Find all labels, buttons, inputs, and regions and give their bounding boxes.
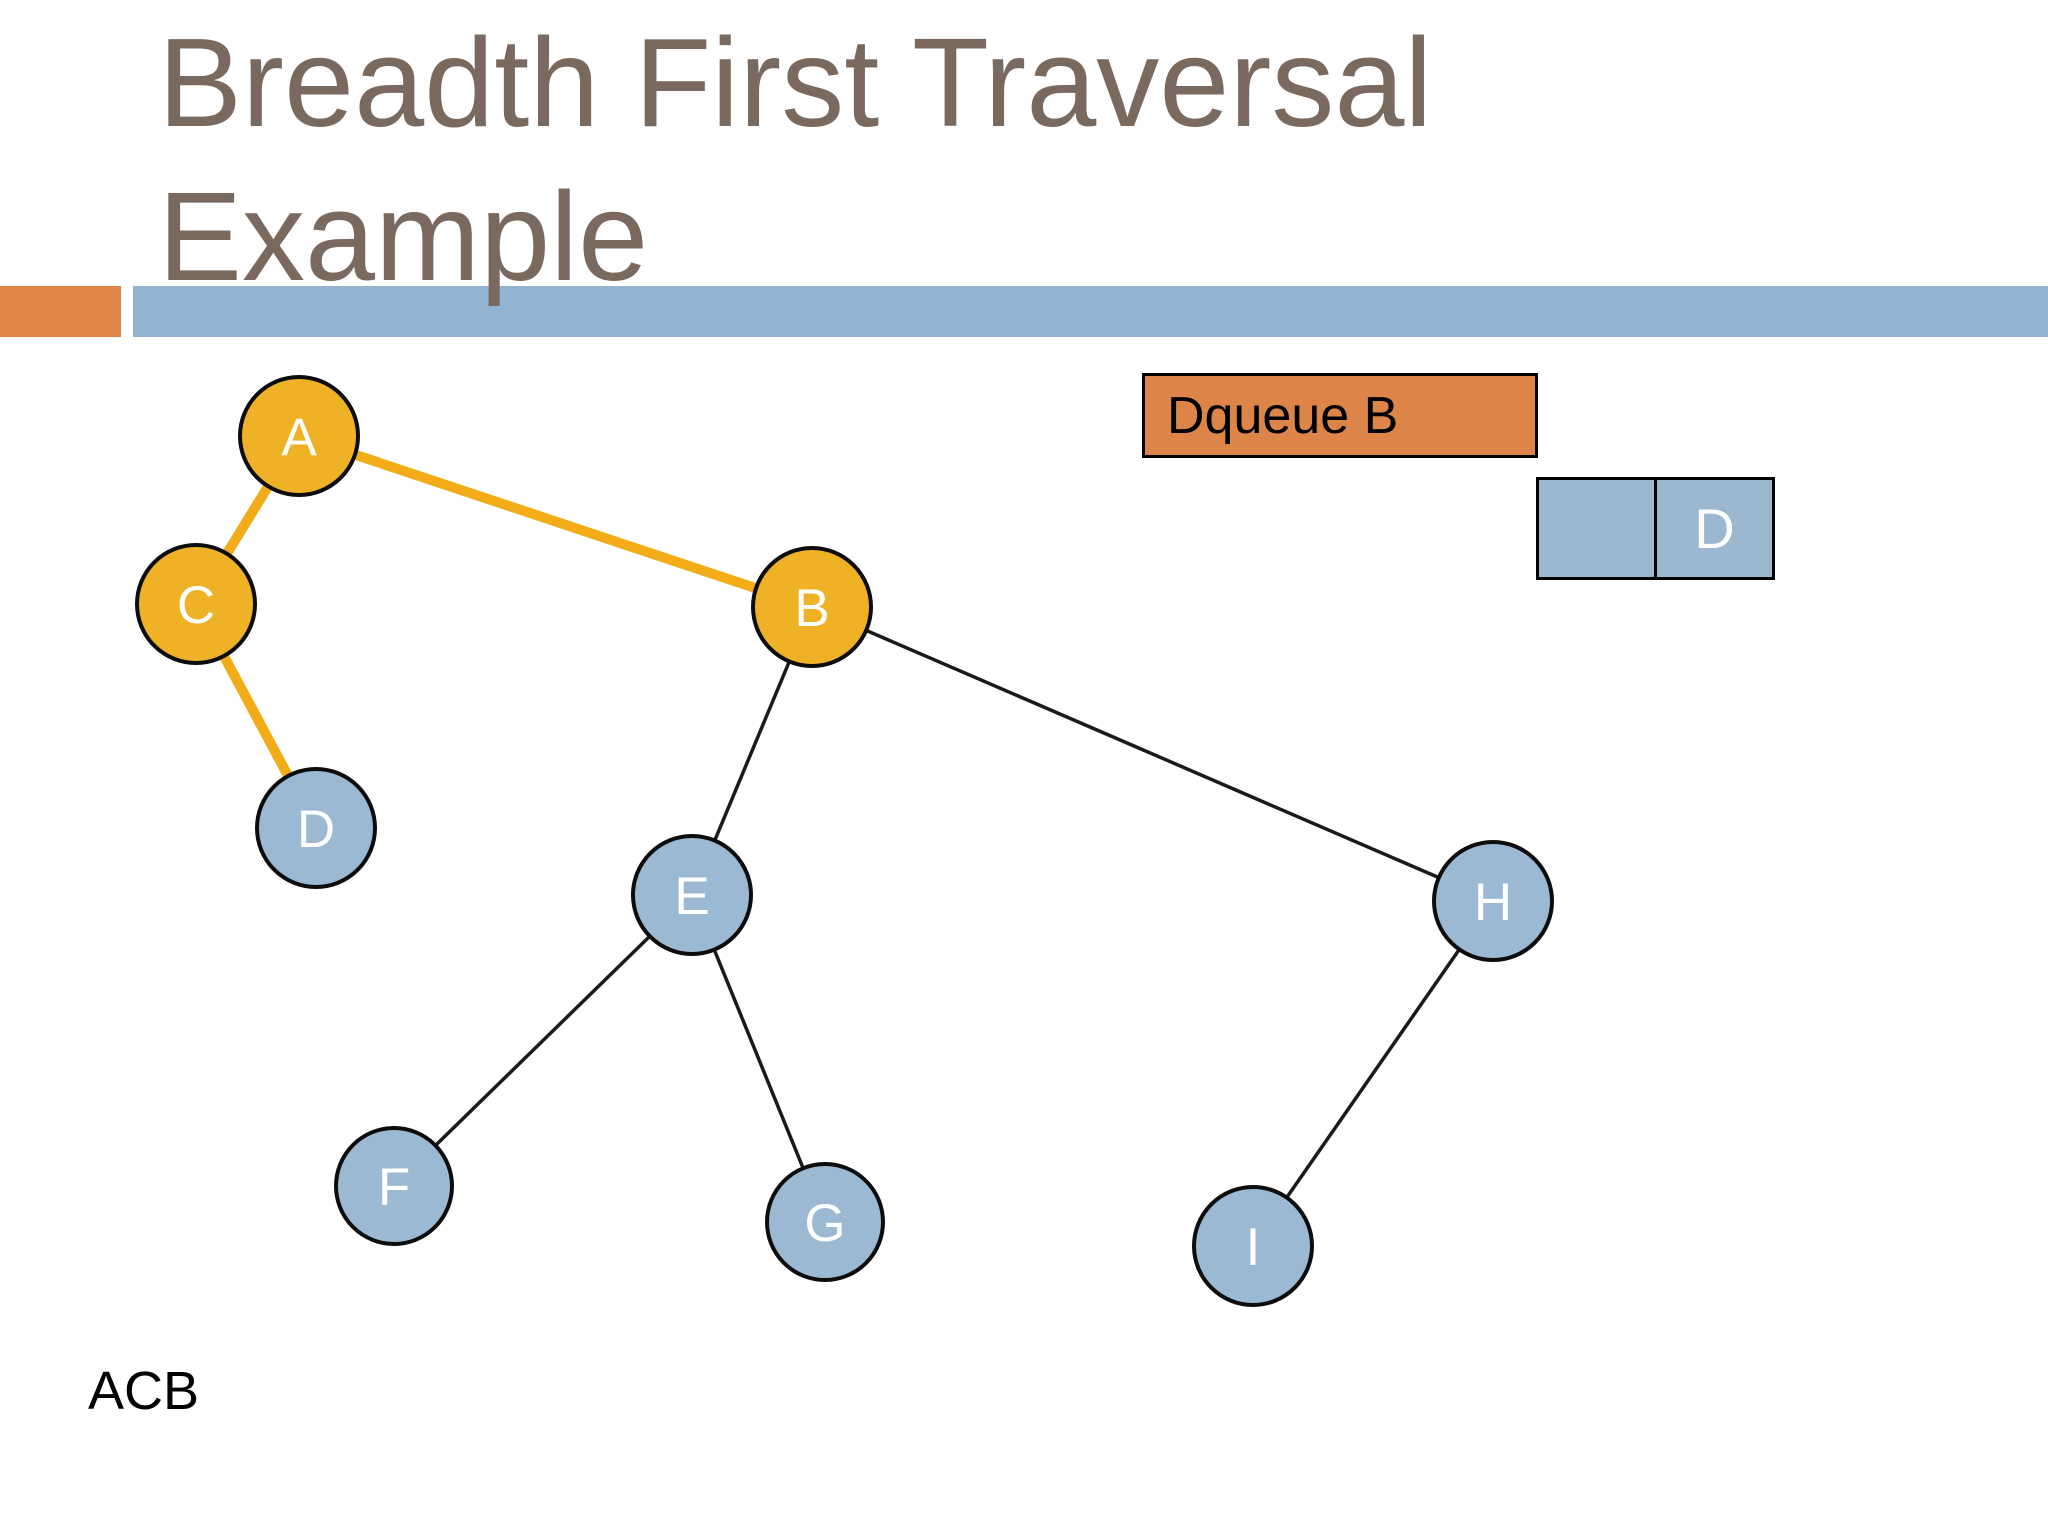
node-f-circle: [334, 1126, 454, 1246]
queue-cell-d: D: [1654, 477, 1775, 580]
node-g: G: [765, 1162, 885, 1282]
node-i-circle: [1192, 1185, 1314, 1307]
node-f: F: [334, 1126, 454, 1246]
node-i-label: I: [1246, 1218, 1261, 1277]
node-b-label: B: [794, 579, 829, 638]
dqueue-callout: Dqueue B: [1142, 373, 1538, 458]
node-h: H: [1432, 840, 1554, 962]
node-a-circle: [238, 375, 360, 497]
node-e: E: [631, 834, 753, 956]
node-i: I: [1192, 1185, 1314, 1307]
node-c: C: [135, 543, 257, 665]
node-e-circle: [631, 834, 753, 956]
title-divider-bar: [133, 286, 2048, 337]
accent-square: [0, 286, 121, 337]
node-c-circle: [135, 543, 257, 665]
node-c-label: C: [177, 576, 215, 635]
node-h-circle: [1432, 840, 1554, 962]
node-d-label: D: [297, 800, 335, 859]
node-a: A: [238, 375, 360, 497]
edge-e-f: [392, 893, 694, 1188]
queue-table: D: [1536, 477, 1775, 580]
node-d-circle: [255, 767, 377, 889]
node-g-label: G: [804, 1194, 845, 1253]
node-d: D: [255, 767, 377, 889]
node-e-label: E: [674, 867, 709, 926]
node-b: B: [751, 546, 873, 668]
node-g-circle: [765, 1162, 885, 1282]
traversal-order-text: ACB: [88, 1361, 200, 1421]
node-b-circle: [751, 546, 873, 668]
edge-b-h: [811, 605, 1494, 903]
queue-cell-empty: [1536, 477, 1657, 580]
edge-h-i: [1251, 900, 1495, 1247]
node-f-label: F: [378, 1158, 410, 1217]
page-title: Breadth First Traversal Example: [158, 12, 1433, 307]
node-h-label: H: [1474, 873, 1512, 932]
dqueue-callout-label: Dqueue B: [1167, 386, 1399, 445]
node-a-label: A: [281, 408, 317, 467]
edge-a-b: [297, 431, 814, 612]
